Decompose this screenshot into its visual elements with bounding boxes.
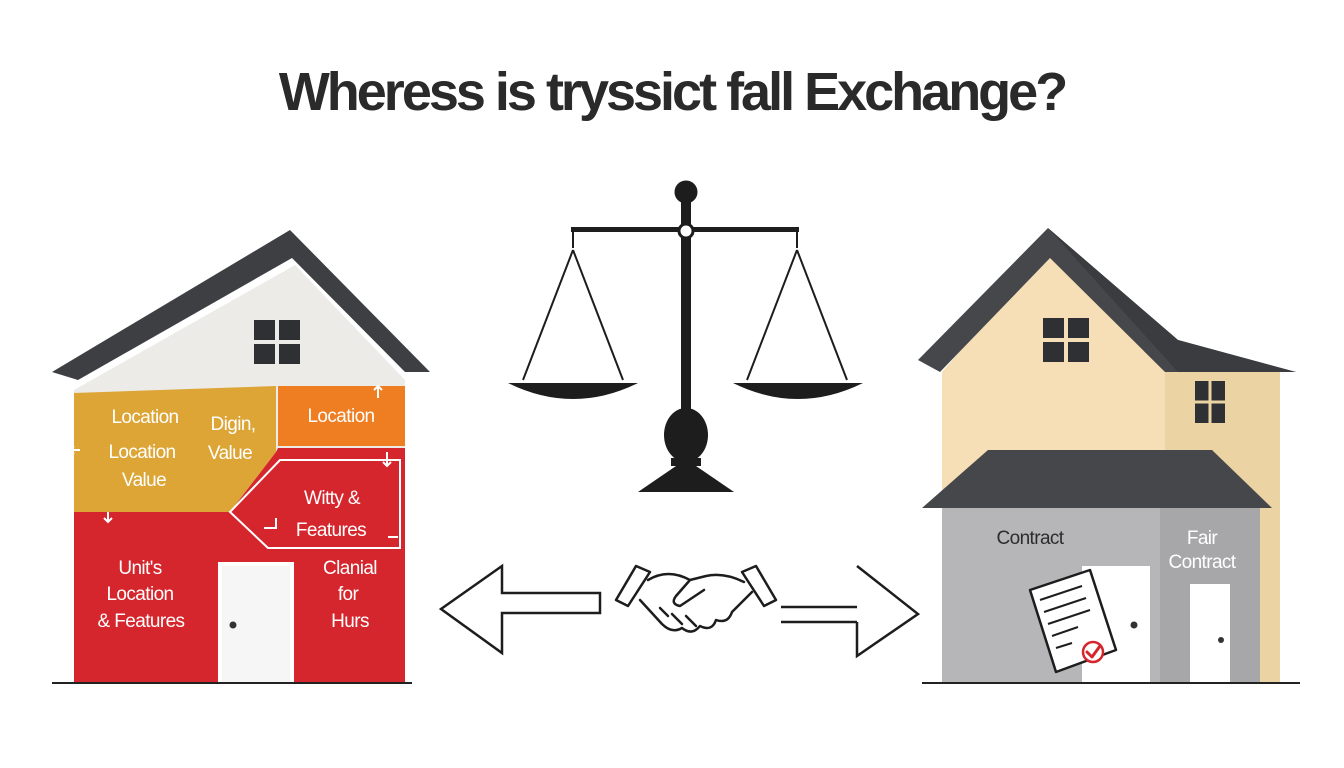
checkmark-icon	[1081, 640, 1105, 664]
page-title: Wheress is tryssict fall Exchange?	[279, 62, 1065, 122]
label-clanial: Clanial	[323, 558, 377, 579]
label-for: for	[338, 584, 360, 605]
label-digin: Digin,	[211, 414, 256, 435]
label-digin-value: Value	[208, 443, 252, 464]
left-house-window-icon	[254, 320, 300, 364]
left-house-features-outline	[228, 459, 401, 549]
label-yellow-location-2: Location	[108, 442, 175, 463]
right-house-door-side	[1190, 584, 1230, 682]
label-fair-contract: Contract	[1168, 552, 1236, 573]
handshake-icon	[614, 564, 778, 633]
right-house-window-upper-icon	[1043, 318, 1089, 362]
label-orange-location: Location	[307, 406, 374, 427]
right-house-roof	[918, 228, 1296, 372]
label-contract: Contract	[996, 528, 1064, 549]
left-house-orange-zone	[278, 386, 405, 446]
label-features: Features	[296, 520, 366, 541]
left-house-door	[218, 562, 294, 682]
left-house-roof	[52, 230, 430, 380]
label-witty: Witty &	[304, 488, 361, 509]
label-units: Unit's	[118, 558, 161, 579]
label-yellow-value: Value	[122, 470, 166, 491]
arrow-right-icon	[781, 565, 921, 659]
label-fair: Fair	[1187, 528, 1219, 549]
label-yellow-location-1: Location	[111, 407, 178, 428]
right-house-window-side-icon	[1195, 381, 1225, 423]
contract-document-icon	[1028, 568, 1118, 674]
balance-scale-icon	[508, 180, 863, 492]
left-house: Location Location Value Digin, Value Loc…	[52, 230, 430, 684]
label-red-features: & Features	[98, 611, 185, 632]
right-house-extension-roof	[922, 450, 1272, 508]
label-red-location: Location	[106, 584, 173, 605]
label-hurs: Hurs	[331, 611, 369, 632]
left-house-marker-ticks	[68, 384, 398, 538]
left-house-yellow-zone	[74, 386, 276, 512]
arrow-left-icon	[438, 563, 602, 656]
right-house: Contract Fair Contract	[918, 228, 1300, 684]
